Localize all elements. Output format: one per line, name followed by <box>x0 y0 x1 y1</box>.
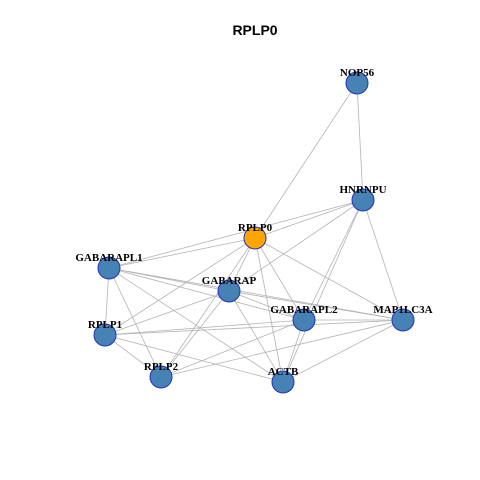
edge-gabarap-rplp1 <box>104 290 230 336</box>
node-label-rplp1: RPLP1 <box>88 319 122 331</box>
edge-rplp0-rplp2 <box>160 237 256 378</box>
edge-hnrnpu-rplp0 <box>254 199 364 239</box>
node-label-gabarapl2: GABARAPL2 <box>270 304 338 316</box>
edge-rplp1-actb <box>104 334 284 383</box>
edge-rplp0-rplp1 <box>104 237 256 336</box>
edge-nop56-hnrnpu <box>356 82 364 201</box>
edge-gabarapl1-actb <box>108 267 284 383</box>
node-label-actb: ACTB <box>268 366 299 378</box>
edge-hnrnpu-gabarap <box>228 199 364 292</box>
graph-title: RPLP0 <box>232 22 277 38</box>
node-rplp2 <box>149 365 173 389</box>
edge-rplp0-map1lc3a <box>254 237 404 321</box>
node-nop56 <box>345 71 369 95</box>
edge-nop56-rplp0 <box>254 82 358 239</box>
edge-map1lc3a-rplp1 <box>104 319 404 336</box>
node-hnrnpu <box>351 188 375 212</box>
node-label-gabarapl1: GABARAPL1 <box>75 252 142 264</box>
edge-rplp1-rplp2 <box>104 334 162 378</box>
edge-rplp0-gabarapl1 <box>108 237 256 269</box>
node-gabarap <box>217 279 241 303</box>
node-label-map1lc3a: MAP1LC3A <box>373 304 432 316</box>
edge-hnrnpu-gabarapl2 <box>303 199 364 321</box>
node-rplp1 <box>93 323 117 347</box>
edge-gabarap-rplp2 <box>160 290 230 378</box>
edge-gabarapl1-gabarapl2 <box>108 267 305 321</box>
edges-layer <box>104 82 404 383</box>
edge-map1lc3a-actb <box>282 319 404 383</box>
node-actb <box>271 370 295 394</box>
edge-gabarapl2-rplp1 <box>104 319 305 336</box>
edge-map1lc3a-rplp2 <box>160 319 404 378</box>
node-map1lc3a <box>391 308 415 332</box>
node-label-gabarap: GABARAP <box>202 275 257 287</box>
edge-hnrnpu-actb <box>282 199 364 383</box>
edge-gabarapl1-map1lc3a <box>108 267 404 321</box>
edge-rplp0-gabarapl2 <box>254 237 305 321</box>
edge-gabarapl2-rplp2 <box>160 319 305 378</box>
edge-gabarap-gabarapl2 <box>228 290 305 321</box>
node-label-nop56: NOP56 <box>340 67 375 79</box>
node-label-hnrnpu: HNRNPU <box>339 184 386 196</box>
edge-gabarapl1-rplp2 <box>108 267 162 378</box>
edge-gabarap-map1lc3a <box>228 290 404 321</box>
node-gabarapl1 <box>97 256 121 280</box>
edge-hnrnpu-map1lc3a <box>362 199 404 321</box>
node-label-rplp0: RPLP0 <box>238 222 273 234</box>
nodes-layer <box>93 71 415 394</box>
edge-hnrnpu-gabarapl1 <box>108 199 364 269</box>
node-gabarapl2 <box>292 308 316 332</box>
edge-gabarap-actb <box>228 290 284 383</box>
node-label-rplp2: RPLP2 <box>144 361 179 373</box>
node-rplp0 <box>243 226 267 250</box>
edge-rplp0-actb <box>254 237 284 383</box>
